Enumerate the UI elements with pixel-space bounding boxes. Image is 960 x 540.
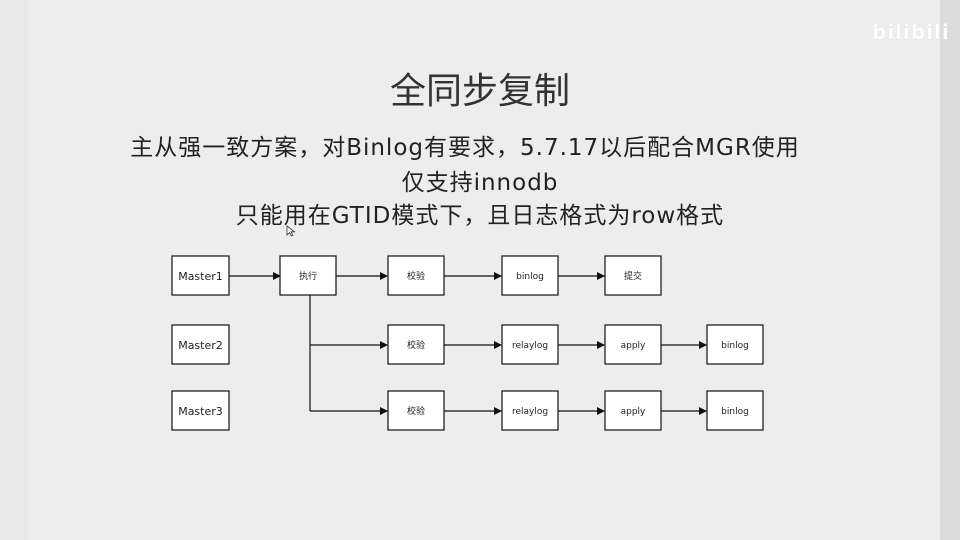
node-apply2-label: apply: [621, 341, 646, 351]
node-commit: 提交: [604, 255, 662, 296]
node-master1: Master1: [171, 255, 230, 296]
node-master2-label: Master2: [178, 339, 223, 352]
mouse-cursor-icon: [286, 225, 296, 237]
node-master3-label: Master3: [178, 405, 223, 418]
node-exec: 执行: [279, 255, 337, 296]
node-verify1: 校验: [387, 255, 445, 296]
node-verify1-label: 校验: [407, 270, 425, 282]
node-apply3-label: apply: [621, 407, 646, 417]
node-relaylog2: relaylog: [501, 324, 559, 365]
slide-line-1: 主从强一致方案，对Binlog有要求，5.7.17以后配合MGR使用: [130, 135, 800, 161]
node-relaylog3: relaylog: [501, 390, 559, 431]
node-exec-label: 执行: [299, 270, 317, 282]
node-relaylog2-label: relaylog: [512, 341, 548, 351]
slide-line-3: 只能用在GTID模式下，且日志格式为row格式: [235, 203, 725, 229]
node-binlog1: binlog: [501, 255, 559, 296]
slide-line-2: 仅支持innodb: [401, 170, 559, 196]
bilibili-watermark: bilibili: [872, 20, 950, 44]
node-verify2: 校验: [387, 324, 445, 365]
node-binlog2-label: binlog: [721, 341, 749, 351]
node-master2: Master2: [171, 324, 230, 365]
left-border: [0, 0, 28, 540]
node-relaylog3-label: relaylog: [512, 407, 548, 417]
node-commit-label: 提交: [624, 270, 642, 282]
node-binlog1-label: binlog: [516, 272, 544, 282]
node-binlog3-label: binlog: [721, 407, 749, 417]
node-apply3: apply: [604, 390, 662, 431]
node-master1-label: Master1: [178, 270, 223, 283]
slide-title: 全同步复制: [389, 71, 570, 112]
right-border: [940, 0, 960, 540]
node-binlog3: binlog: [706, 390, 764, 431]
node-verify3-label: 校验: [407, 405, 425, 417]
node-verify3: 校验: [387, 390, 445, 431]
node-apply2: apply: [604, 324, 662, 365]
node-verify2-label: 校验: [407, 339, 425, 351]
node-binlog2: binlog: [706, 324, 764, 365]
node-master3: Master3: [171, 390, 230, 431]
